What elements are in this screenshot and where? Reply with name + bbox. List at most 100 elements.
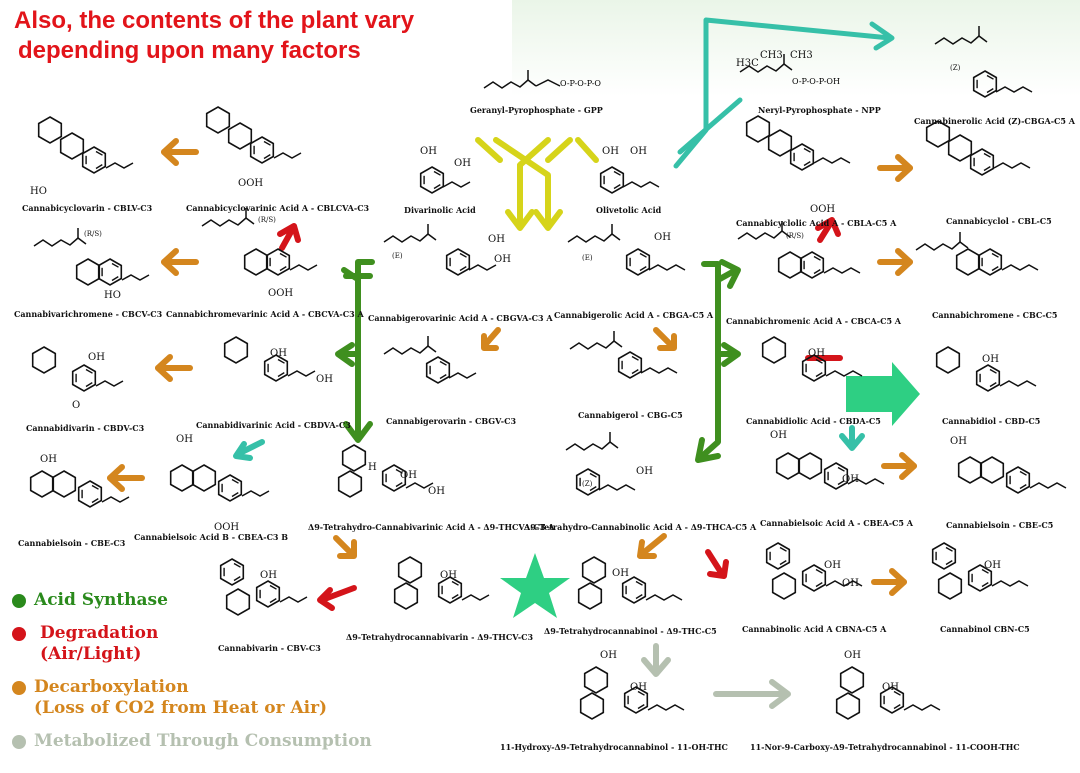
atom-label: OH bbox=[984, 560, 1001, 571]
atom-label: OH bbox=[630, 682, 647, 693]
atom-label: OH bbox=[844, 650, 861, 661]
molecule-cbl bbox=[925, 120, 1031, 176]
label-cbda: Cannabidiolic Acid - CBDA-C5 bbox=[746, 416, 881, 426]
atom-label: OH bbox=[602, 146, 619, 157]
label-thcv: Δ9-Tetrahydrocannabivarin - Δ9-THCV-C3 bbox=[346, 632, 534, 642]
atom-label: OH bbox=[488, 234, 505, 245]
atom-label: H bbox=[368, 462, 377, 473]
label-cbna: Cannabinolic Acid A CBNA-C5 A bbox=[742, 624, 887, 634]
label-cbg: Cannabigerol - CBG-C5 bbox=[578, 410, 683, 420]
atom-label: OH bbox=[982, 354, 999, 365]
atom-label: (E) bbox=[582, 254, 593, 262]
legend-dot-icon bbox=[12, 735, 26, 749]
legend: Acid Synthase Degradation (Air/Light) De… bbox=[8, 590, 372, 764]
header-glow bbox=[512, 0, 1080, 96]
label-cblva: Cannabicyclovarinic Acid A - CBLCVA-C3 bbox=[186, 203, 370, 213]
atom-label: OH bbox=[612, 568, 629, 579]
label-thc: Δ9-Tetrahydrocannabinol - Δ9-THC-C5 bbox=[544, 626, 717, 636]
label-cbga-z: Cannabinerolic Acid (Z)-CBGA-C5 A bbox=[914, 116, 1076, 126]
molecule-thcva bbox=[337, 444, 434, 498]
degradation-arrows bbox=[277, 217, 843, 611]
svg-text:O-P-O-P-OH: O-P-O-P-OH bbox=[792, 77, 840, 86]
molecule-cbea5 bbox=[775, 452, 885, 490]
atom-label: OH bbox=[176, 434, 193, 445]
label-coohthc: 11-Nor-9-Carboxy-Δ9-Tetrahydrocannabinol… bbox=[750, 742, 1020, 752]
atom-label: CH3 bbox=[790, 50, 813, 61]
legend-label: Metabolized Through Consumption bbox=[34, 731, 372, 751]
atom-label: OH bbox=[630, 146, 647, 157]
molecule-cblva bbox=[205, 106, 302, 164]
atom-label: OH bbox=[40, 454, 57, 465]
label-cbd: Cannabidiol - CBD-C5 bbox=[942, 416, 1040, 426]
molecule-cbdv bbox=[31, 346, 124, 392]
atom-labels: HO OH OH OH OH OOH OOH H3C CH3 CH3 HO OO… bbox=[30, 50, 1001, 693]
atom-label: OH bbox=[400, 470, 417, 481]
acid-synthase-arrows bbox=[335, 259, 741, 463]
label-cbe5: Cannabielsoin - CBE-C5 bbox=[946, 520, 1053, 530]
molecule-cbdva bbox=[223, 336, 316, 382]
atom-label: OH bbox=[88, 352, 105, 363]
molecule-cbn bbox=[931, 542, 1029, 600]
atom-label: (Z) bbox=[582, 480, 593, 488]
atom-label: OH bbox=[654, 232, 671, 243]
label-cbl: Cannabicyclol - CBL-C5 bbox=[946, 216, 1052, 226]
atom-label: OH bbox=[316, 374, 333, 385]
legend-item-decarboxylation: Decarboxylation (Loss of CO2 from Heat o… bbox=[8, 677, 372, 719]
molecule-gpp: O-P-O-P-O bbox=[483, 69, 601, 89]
atom-label: OOH bbox=[268, 288, 293, 299]
highlight-arrow bbox=[846, 362, 920, 426]
legend-item-acid-synthase: Acid Synthase bbox=[8, 590, 372, 611]
legend-label: Decarboxylation bbox=[34, 677, 189, 697]
atom-label: (R/S) bbox=[786, 232, 804, 240]
label-cbdv: Cannabidivarin - CBDV-C3 bbox=[26, 423, 145, 433]
label-thca: Δ9-Tetrahydro-Cannabinolic Acid A - Δ9-T… bbox=[524, 522, 757, 532]
label-cbv: Cannabivarin - CBV-C3 bbox=[218, 643, 321, 653]
legend-dot-icon bbox=[12, 681, 26, 695]
label-cbe3: Cannabielsoin - CBE-C3 bbox=[18, 538, 126, 548]
molecule-thc bbox=[577, 556, 683, 610]
label-cbc: Cannabichromene - CBC-C5 bbox=[932, 310, 1058, 320]
atom-label: OOH bbox=[214, 522, 239, 533]
atom-label: OH bbox=[808, 348, 825, 359]
label-npp: Neryl-Pyrophosphate - NPP bbox=[758, 105, 881, 115]
label-cbcva: Cannabichromevarinic Acid A - CBCVA-C3 A bbox=[166, 309, 364, 319]
atom-label: OH bbox=[600, 650, 617, 661]
label-olivetolic: Olivetolic Acid bbox=[596, 205, 662, 215]
atom-label: (E) bbox=[392, 252, 403, 260]
atom-label: OH bbox=[770, 430, 787, 441]
metabolized-arrows bbox=[641, 643, 791, 709]
legend-label: Degradation bbox=[40, 623, 159, 643]
atom-label: OH bbox=[260, 570, 277, 581]
label-divarinolic: Divarinolic Acid bbox=[404, 205, 476, 215]
precursor-arrows bbox=[475, 137, 599, 231]
molecule-cbgv bbox=[383, 335, 477, 384]
molecule-coohthc bbox=[835, 666, 941, 720]
label-cbgv: Cannabigerovarin - CBGV-C3 bbox=[386, 416, 516, 426]
header-line-2: depending upon many factors bbox=[18, 37, 361, 64]
molecule-cbca bbox=[737, 220, 861, 279]
legend-item-metabolized: Metabolized Through Consumption bbox=[8, 731, 372, 752]
legend-label-sub: (Air/Light) bbox=[40, 644, 142, 664]
decarboxylation-arrows bbox=[107, 138, 917, 596]
nerol-path-arrow bbox=[673, 17, 895, 169]
atom-label: OH bbox=[494, 254, 511, 265]
label-cbea5: Cannabielsoic Acid A - CBEA-C5 A bbox=[760, 518, 914, 528]
page-header: Also, the contents of the plant vary dep… bbox=[14, 6, 414, 66]
atom-label: OH bbox=[440, 570, 457, 581]
label-cbea3: Cannabielsoic Acid B - CBEA-C3 B bbox=[134, 532, 288, 542]
label-cbca: Cannabichromenic Acid A - CBCA-C5 A bbox=[726, 316, 902, 326]
atom-label: HO bbox=[104, 290, 121, 301]
svg-text:O-P-O-P-O: O-P-O-P-O bbox=[560, 79, 601, 88]
molecule-divarinolic bbox=[419, 166, 471, 194]
atom-label: OOH bbox=[238, 178, 263, 189]
star-icon bbox=[500, 553, 570, 618]
molecule-cbna bbox=[765, 542, 863, 600]
atom-label: OH bbox=[882, 682, 899, 693]
header-line-1: Also, the contents of the plant vary bbox=[14, 7, 415, 34]
atom-label: OH bbox=[950, 436, 967, 447]
compound-labels: Geranyl-Pyrophosphate - GPP Neryl-Pyroph… bbox=[14, 105, 1076, 752]
atom-label: OH bbox=[636, 466, 653, 477]
label-cbgva: Cannabigerovarinic Acid A - CBGVA-C3 A bbox=[368, 313, 553, 323]
molecule-cbga-z bbox=[934, 25, 1033, 98]
molecule-cbe5 bbox=[957, 456, 1067, 494]
